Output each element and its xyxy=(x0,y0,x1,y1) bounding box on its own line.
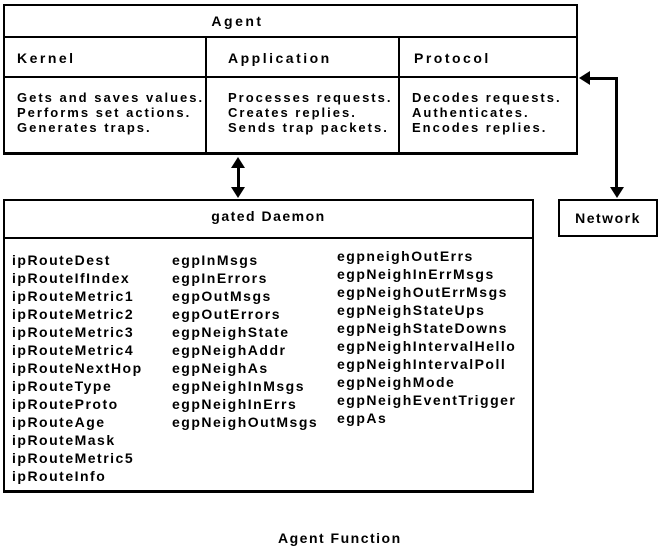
mib-variable: egpNeighStateUps xyxy=(337,302,486,318)
arrowhead-down-icon xyxy=(231,187,245,198)
agent-title-separator xyxy=(3,36,578,38)
kernel-application-divider xyxy=(205,36,207,155)
mib-variable: egpNeighInMsgs xyxy=(172,378,306,394)
mib-variable: egpNeighAs xyxy=(172,360,269,376)
gated-daemon-title: gated Daemon xyxy=(211,208,326,224)
application-column-header: Application xyxy=(228,50,332,66)
mib-variable: ipRouteNextHop xyxy=(12,360,143,376)
mib-variable: egpInErrors xyxy=(172,270,268,286)
arrow-shaft xyxy=(236,164,240,191)
application-protocol-divider xyxy=(398,36,400,155)
function-line: Processes requests. xyxy=(228,90,393,105)
mib-variable: egpNeighInErrs xyxy=(172,396,298,412)
agent-box xyxy=(3,4,578,155)
function-line: Creates replies. xyxy=(228,105,357,120)
mib-variable: ipRouteAge xyxy=(12,414,106,430)
gated-daemon-box xyxy=(3,199,534,493)
mib-variable: ipRouteDest xyxy=(12,252,111,268)
kernel-function-list: Gets and saves values.Performs set actio… xyxy=(17,90,204,135)
mib-variable: egpNeighInErrMsgs xyxy=(337,266,495,282)
mib-variable: ipRouteInfo xyxy=(12,468,107,484)
mib-variable: ipRouteMetric3 xyxy=(12,324,135,340)
mib-variable: ipRouteMask xyxy=(12,432,116,448)
network-label: Network xyxy=(575,210,641,226)
mib-variable: egpAs xyxy=(337,410,388,426)
mib-variable: ipRouteProto xyxy=(12,396,119,412)
application-function-list: Processes requests.Creates replies.Sends… xyxy=(228,90,392,135)
mib-variable: egpNeighState xyxy=(172,324,290,340)
daemon-title-separator xyxy=(3,237,534,239)
mib-variable: egpNeighAddr xyxy=(172,342,287,358)
mib-variable: egpNeighOutMsgs xyxy=(172,414,319,430)
mib-variable: ipRouteMetric2 xyxy=(12,306,135,322)
protocol-function-list: Decodes requests.Authenticates.Encodes r… xyxy=(412,90,562,135)
mib-variable: egpNeighMode xyxy=(337,374,456,390)
mib-variable-column-3: egpneighOutErrs egpNeighInErrMsgs egpNeigh… xyxy=(337,247,516,427)
mib-variable: egpOutErrors xyxy=(172,306,282,322)
arrow-vertical-shaft xyxy=(615,77,618,189)
arrow-horizontal-shaft xyxy=(588,76,618,80)
function-line: Generates traps. xyxy=(17,120,152,135)
function-line: Decodes requests. xyxy=(412,90,562,105)
mib-variable: egpNeighIntervalPoll xyxy=(337,356,507,372)
mib-variable-column-2: egpInMsgs egpInErrors egpOutMsgs egpOutErro… xyxy=(172,251,318,431)
mib-variable-column-1: ipRouteDest ipRouteIfIndex ipRouteMetric1 i… xyxy=(12,251,143,485)
mib-variable: egpNeighOutErrMsgs xyxy=(337,284,508,300)
arrowhead-up-icon xyxy=(231,157,245,168)
mib-variable: ipRouteMetric1 xyxy=(12,288,135,304)
figure-caption: Agent Function xyxy=(278,530,402,546)
function-line: Performs set actions. xyxy=(17,105,192,120)
mib-variable: egpOutMsgs xyxy=(172,288,272,304)
protocol-column-header: Protocol xyxy=(414,50,491,66)
function-line: Sends trap packets. xyxy=(228,120,389,135)
mib-variable: ipRouteType xyxy=(12,378,113,394)
agent-header-separator xyxy=(3,76,578,78)
mib-variable: egpNeighStateDowns xyxy=(337,320,508,336)
arrowhead-left-icon xyxy=(579,71,590,85)
agent-box-title: Agent xyxy=(211,13,264,29)
mib-variable: egpNeighIntervalHello xyxy=(337,338,517,354)
function-line: Gets and saves values. xyxy=(17,90,205,105)
network-box: Network xyxy=(558,199,658,237)
mib-variable: ipRouteMetric4 xyxy=(12,342,135,358)
mib-variable: ipRouteMetric5 xyxy=(12,450,135,466)
function-line: Encodes replies. xyxy=(412,120,548,135)
function-line: Authenticates. xyxy=(412,105,530,120)
arrowhead-down-icon xyxy=(610,187,624,198)
mib-variable: egpneighOutErrs xyxy=(337,248,474,264)
mib-variable: egpNeighEventTrigger xyxy=(337,392,517,408)
mib-variable: egpInMsgs xyxy=(172,252,259,268)
kernel-column-header: Kernel xyxy=(17,50,76,66)
mib-variable: ipRouteIfIndex xyxy=(12,270,131,286)
